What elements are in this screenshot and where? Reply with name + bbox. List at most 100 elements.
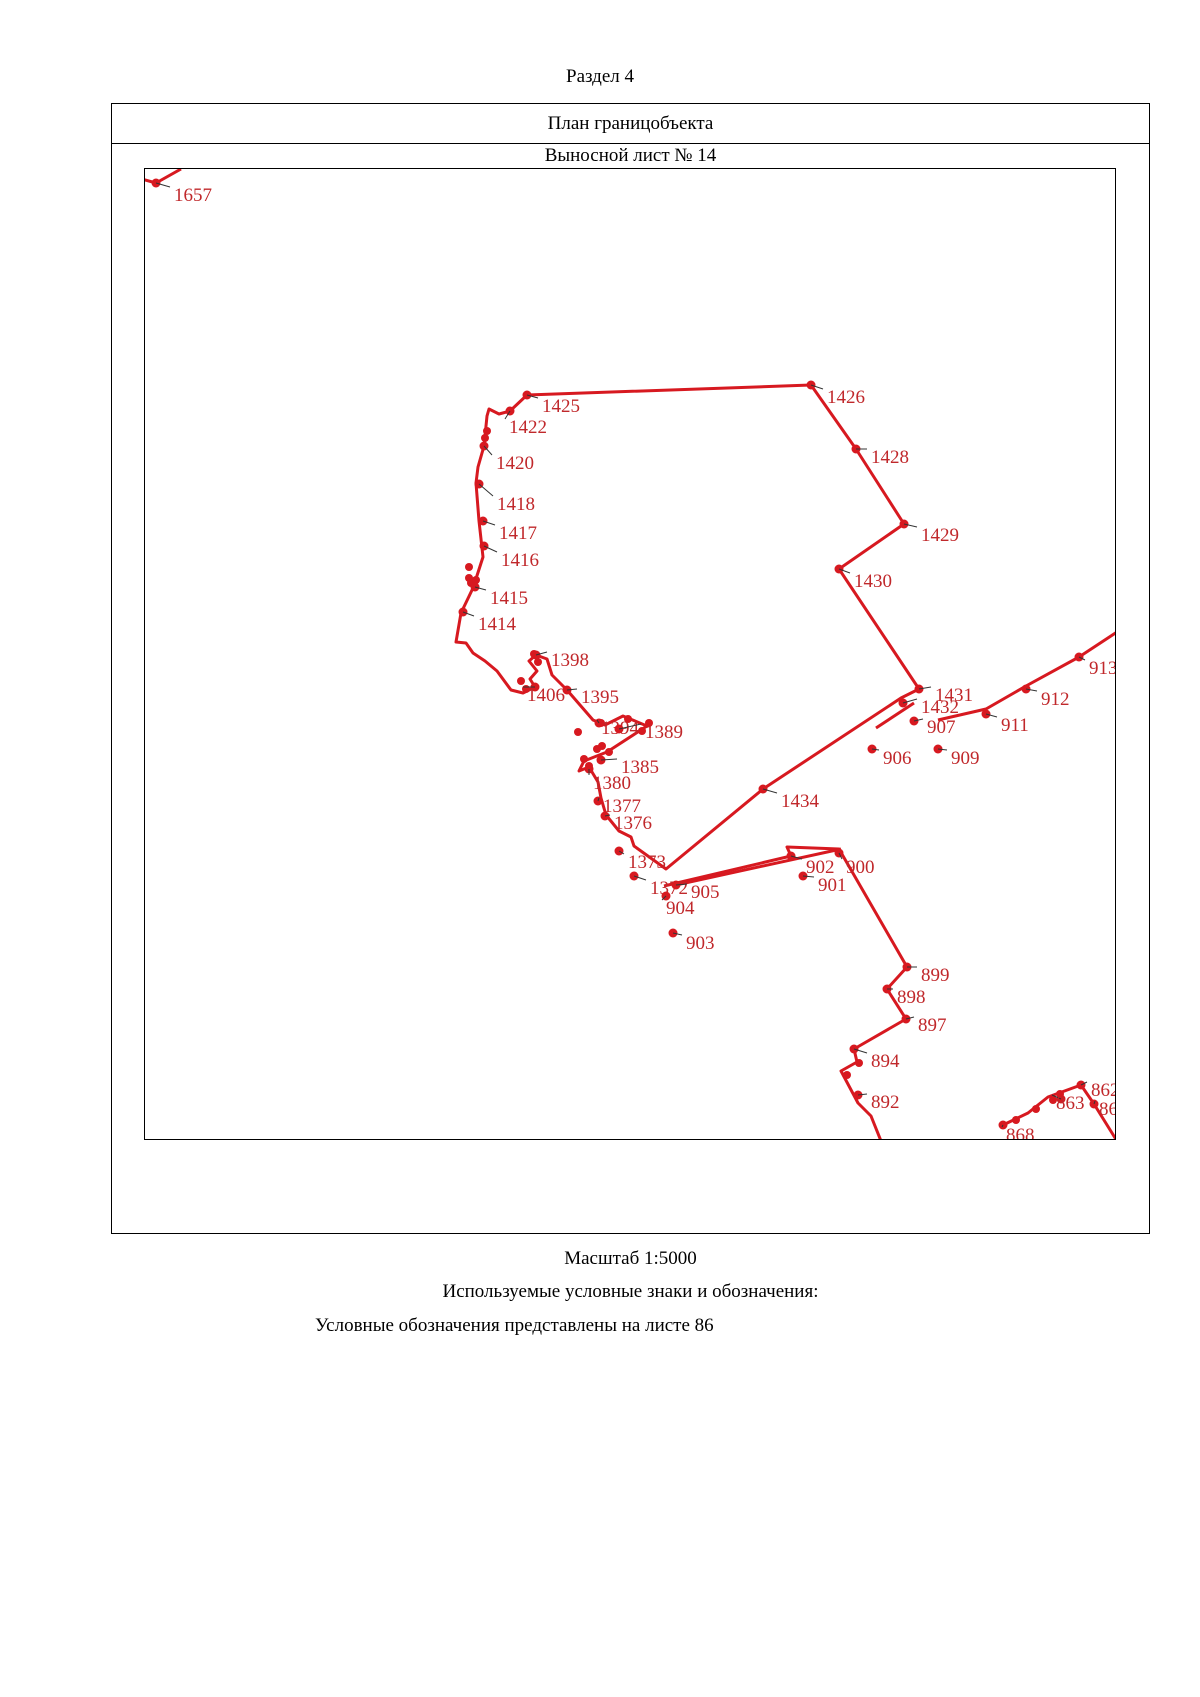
vertex-extra-3 bbox=[483, 427, 491, 435]
vertex-1420-label: 1420 bbox=[496, 453, 534, 474]
vertex-1416-label: 1416 bbox=[501, 550, 539, 571]
vertex-1373-leader bbox=[618, 850, 625, 855]
vertex-1420-leader bbox=[483, 445, 493, 456]
vertex-894-leader bbox=[853, 1048, 868, 1054]
section-heading: Раздел 4 bbox=[566, 66, 634, 87]
vertex-extra-4 bbox=[481, 434, 489, 442]
vertex-902-leader bbox=[790, 855, 803, 860]
vertex-1422-leader bbox=[504, 410, 511, 420]
vertex-899-label: 899 bbox=[921, 965, 950, 986]
vertex-1426-leader bbox=[810, 384, 824, 390]
vertex-extra-24 bbox=[1032, 1105, 1040, 1113]
vertex-1373-label: 1373 bbox=[628, 852, 666, 873]
vertex-extra-21 bbox=[855, 1059, 863, 1067]
vertex-extra-18 bbox=[645, 719, 653, 727]
vertex-1417-leader bbox=[482, 520, 496, 526]
vertex-extra-25 bbox=[1049, 1096, 1057, 1104]
vertex-1431-label: 1431 bbox=[935, 685, 973, 706]
vertex-1418-label: 1418 bbox=[497, 494, 535, 515]
vertex-913-leader bbox=[1078, 656, 1086, 661]
vertex-1431-leader bbox=[918, 686, 932, 690]
vertex-1398-label: 1398 bbox=[551, 650, 589, 671]
vertex-907-label: 907 bbox=[927, 717, 956, 738]
vertex-907-leader bbox=[913, 718, 924, 722]
vertex-1415-leader bbox=[474, 586, 487, 591]
vertex-1429-label: 1429 bbox=[921, 525, 959, 546]
vertex-1376-leader bbox=[604, 814, 611, 817]
vertex-868-label: 868 bbox=[1006, 1125, 1035, 1140]
plan-title: План границобъекта bbox=[112, 104, 1149, 144]
vertex-903-label: 903 bbox=[686, 933, 715, 954]
vertex-1432-leader bbox=[902, 698, 918, 704]
vertex-1425-label: 1425 bbox=[542, 396, 580, 417]
legend-text: Условные обозначения представлены на лис… bbox=[315, 1315, 714, 1336]
boundary-map: 1657142614251422142014181417141614151414… bbox=[145, 169, 1116, 1140]
vertex-extra-12 bbox=[580, 755, 588, 763]
vertex-1394-leader bbox=[596, 719, 600, 724]
vertex-extra-19 bbox=[624, 715, 632, 723]
vertex-892-leader bbox=[857, 1093, 868, 1096]
sheet-title: Выносной лист № 14 bbox=[544, 145, 717, 166]
vertex-1372-leader bbox=[633, 875, 647, 881]
vertex-1428-label: 1428 bbox=[871, 447, 909, 468]
vertex-898-label: 898 bbox=[897, 987, 926, 1008]
vertex-1377-leader bbox=[597, 797, 600, 802]
vertex-extra-14 bbox=[605, 748, 613, 756]
vertex-extra-9 bbox=[517, 677, 525, 685]
vertex-906-label: 906 bbox=[883, 748, 912, 769]
vertex-912-label: 912 bbox=[1041, 689, 1070, 710]
vertex-extra-23 bbox=[1012, 1116, 1020, 1124]
vertex-911-label: 911 bbox=[1001, 715, 1029, 736]
boundary-line-6 bbox=[1002, 1083, 1115, 1139]
vertex-1376-label: 1376 bbox=[614, 813, 652, 834]
vertex-1395-label: 1395 bbox=[581, 687, 619, 708]
vertex-1385-leader bbox=[600, 758, 618, 761]
vertex-892-label: 892 bbox=[871, 1092, 900, 1113]
vertex-913-label: 913 bbox=[1089, 658, 1116, 679]
vertex-862-label: 862 bbox=[1091, 1080, 1116, 1101]
vertex-901-label: 901 bbox=[818, 875, 847, 896]
boundary-line-3 bbox=[875, 701, 915, 730]
vertex-906-leader bbox=[871, 748, 880, 751]
vertex-897-leader bbox=[905, 1016, 915, 1020]
vertex-1380-label: 1380 bbox=[593, 773, 631, 794]
vertex-1434-leader bbox=[762, 788, 778, 794]
vertex-1657-label: 1657 bbox=[174, 185, 212, 206]
vertex-862-leader bbox=[1080, 1081, 1088, 1086]
vertex-extra-8 bbox=[534, 658, 542, 666]
vertex-912-leader bbox=[1025, 688, 1038, 692]
vertex-902-label: 902 bbox=[806, 857, 835, 878]
vertex-905-leader bbox=[675, 883, 688, 886]
vertex-1389-leader bbox=[618, 723, 642, 730]
vertex-extra-11 bbox=[574, 728, 582, 736]
vertex-903-leader bbox=[672, 932, 683, 936]
vertex-1416-leader bbox=[483, 545, 498, 553]
vertex-1429-leader bbox=[903, 523, 918, 528]
vertex-1418-leader bbox=[478, 483, 494, 497]
vertex-extra-2 bbox=[465, 563, 473, 571]
scale-label: Масштаб 1:5000 bbox=[564, 1248, 697, 1269]
vertex-86-leader bbox=[1093, 1100, 1096, 1105]
vertex-1430-leader bbox=[838, 568, 851, 574]
vertex-extra-16 bbox=[598, 742, 606, 750]
vertex-901-leader bbox=[802, 875, 815, 878]
vertex-863-leader bbox=[1051, 1094, 1062, 1100]
vertex-900-leader bbox=[838, 852, 843, 860]
vertex-1426-label: 1426 bbox=[827, 387, 865, 408]
vertex-909-leader bbox=[937, 748, 948, 751]
vertex-extra-6 bbox=[472, 576, 480, 584]
vertex-86-label: 86 bbox=[1099, 1099, 1116, 1120]
vertex-1398-leader bbox=[535, 651, 548, 656]
vertex-900-label: 900 bbox=[846, 857, 875, 878]
vertex-extra-17 bbox=[638, 727, 646, 735]
vertex-911-leader bbox=[985, 713, 998, 718]
vertex-1415-label: 1415 bbox=[490, 588, 528, 609]
legend-title: Используемые условные знаки и обозначени… bbox=[442, 1281, 819, 1302]
vertex-909-label: 909 bbox=[951, 748, 980, 769]
vertex-1425-leader bbox=[526, 394, 539, 399]
vertex-904-label: 904 bbox=[666, 898, 695, 919]
boundary-line-1 bbox=[145, 169, 182, 185]
vertex-1414-leader bbox=[462, 611, 475, 617]
vertex-1406-label: 1406 bbox=[527, 685, 565, 706]
